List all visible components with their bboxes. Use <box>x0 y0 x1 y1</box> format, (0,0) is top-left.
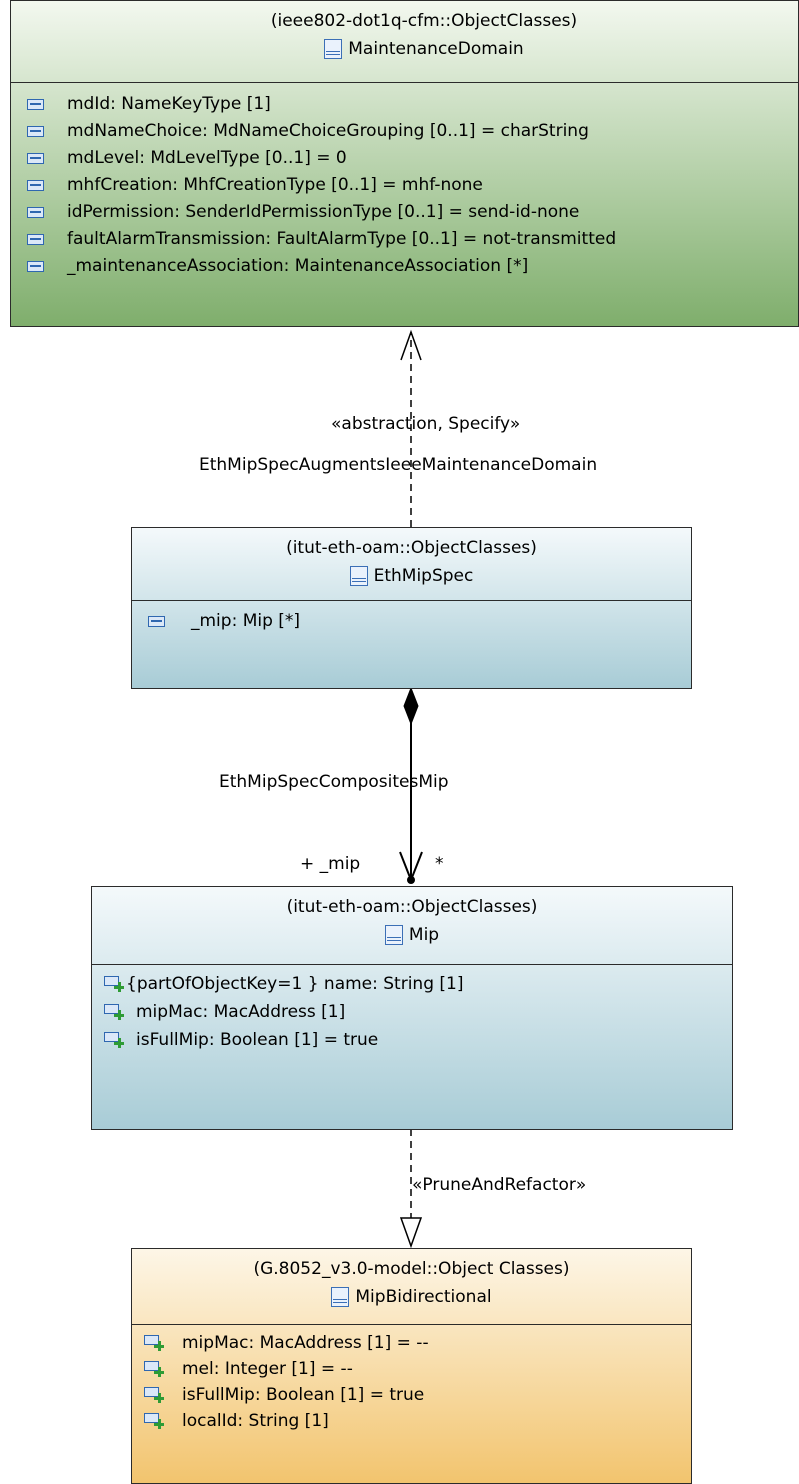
composition-name: EthMipSpecCompositesMip <box>219 772 449 792</box>
class-eth-mip-spec[interactable]: (itut-eth-oam::ObjectClasses) EthMipSpec… <box>131 527 692 689</box>
attribute-row[interactable]: localId: String [1] <box>144 1408 329 1434</box>
attribute-text: _maintenanceAssociation: MaintenanceAsso… <box>67 256 529 276</box>
class-package: (itut-eth-oam::ObjectClasses) <box>286 897 538 917</box>
attribute-text: mdLevel: MdLevelType [0..1] = 0 <box>67 148 347 168</box>
attribute-row[interactable]: mdLevel: MdLevelType [0..1] = 0 <box>27 145 347 171</box>
abstraction-stereotype: «abstraction, Specify» <box>331 414 521 434</box>
property-icon <box>27 125 44 137</box>
composition-role: + _mip <box>300 854 361 874</box>
composition-diamond <box>403 686 419 726</box>
attribute-text: _mip: Mip [*] <box>191 611 301 631</box>
class-separator <box>132 1324 691 1325</box>
attribute-row[interactable]: mipMac: MacAddress [1] = -- <box>144 1330 429 1356</box>
port-property-icon <box>144 1361 164 1377</box>
attribute-row[interactable]: mhfCreation: MhfCreationType [0..1] = mh… <box>27 172 483 198</box>
attribute-row[interactable]: mel: Integer [1] = -- <box>144 1356 353 1382</box>
class-icon <box>349 566 368 586</box>
attribute-text: mipMac: MacAddress [1] = -- <box>182 1333 429 1353</box>
property-icon <box>148 615 165 627</box>
class-separator <box>132 600 691 601</box>
class-mip[interactable]: (itut-eth-oam::ObjectClasses) Mip {partO… <box>91 886 733 1130</box>
attribute-text: idPermission: SenderIdPermissionType [0.… <box>67 202 580 222</box>
attribute-text: mhfCreation: MhfCreationType [0..1] = mh… <box>67 175 483 195</box>
port-property-icon <box>144 1387 164 1403</box>
class-package: (itut-eth-oam::ObjectClasses) <box>286 538 537 558</box>
class-header: (itut-eth-oam::ObjectClasses) Mip <box>92 887 732 954</box>
port-property-icon <box>104 976 124 992</box>
class-header: (itut-eth-oam::ObjectClasses) EthMipSpec <box>132 528 691 595</box>
class-header: (ieee802-dot1q-cfm::ObjectClasses) Maint… <box>11 1 798 59</box>
attribute-text: {partOfObjectKey=1 } name: String [1] <box>126 974 464 994</box>
attribute-text: mdId: NameKeyType [1] <box>67 94 271 114</box>
property-icon <box>27 206 44 218</box>
property-icon <box>27 233 44 245</box>
class-package: (G.8052_v3.0-model::Object Classes) <box>253 1259 570 1279</box>
class-icon <box>331 1287 350 1307</box>
port-property-icon <box>104 1004 124 1020</box>
property-icon <box>27 260 44 272</box>
abstraction-arrowhead <box>400 329 422 361</box>
composition-multiplicity: * <box>435 854 444 874</box>
class-name: MipBidirectional <box>355 1287 492 1307</box>
attribute-text: isFullMip: Boolean [1] = true <box>136 1030 379 1050</box>
attribute-row[interactable]: isFullMip: Boolean [1] = true <box>144 1382 424 1408</box>
attribute-row[interactable]: mdNameChoice: MdNameChoiceGrouping [0..1… <box>27 118 589 144</box>
port-property-icon <box>104 1032 124 1048</box>
attribute-text: mipMac: MacAddress [1] <box>136 1002 346 1022</box>
port-property-icon <box>144 1335 164 1351</box>
abstraction-name: EthMipSpecAugmentsIeeeMaintenanceDomain <box>199 455 598 475</box>
class-separator <box>11 82 798 83</box>
composition-end-dot <box>407 876 415 884</box>
property-icon <box>27 179 44 191</box>
attribute-text: isFullMip: Boolean [1] = true <box>182 1385 425 1405</box>
prune-arrowhead <box>399 1217 423 1249</box>
attribute-row[interactable]: _maintenanceAssociation: MaintenanceAsso… <box>27 253 528 279</box>
class-mip-bidirectional[interactable]: (G.8052_v3.0-model::Object Classes) MipB… <box>131 1248 692 1484</box>
attribute-row[interactable]: faultAlarmTransmission: FaultAlarmType [… <box>27 226 616 252</box>
class-name: MaintenanceDomain <box>348 39 524 59</box>
class-maintenance-domain[interactable]: (ieee802-dot1q-cfm::ObjectClasses) Maint… <box>10 0 799 327</box>
attribute-text: mel: Integer [1] = -- <box>182 1359 353 1379</box>
attribute-row[interactable]: {partOfObjectKey=1 } name: String [1] <box>104 971 463 997</box>
class-header: (G.8052_v3.0-model::Object Classes) MipB… <box>132 1249 691 1316</box>
prune-stereotype: «PruneAndRefactor» <box>412 1175 587 1195</box>
attribute-row[interactable]: idPermission: SenderIdPermissionType [0.… <box>27 199 579 225</box>
class-name: Mip <box>408 925 440 945</box>
class-separator <box>92 964 732 965</box>
class-name: EthMipSpec <box>373 566 474 586</box>
property-icon <box>27 152 44 164</box>
attribute-row[interactable]: isFullMip: Boolean [1] = true <box>104 1027 378 1053</box>
attribute-text: faultAlarmTransmission: FaultAlarmType [… <box>67 229 617 249</box>
attribute-text: mdNameChoice: MdNameChoiceGrouping [0..1… <box>67 121 589 141</box>
class-package: (ieee802-dot1q-cfm::ObjectClasses) <box>270 11 578 31</box>
attribute-row[interactable]: mdId: NameKeyType [1] <box>27 91 271 117</box>
class-icon <box>324 39 343 59</box>
class-icon <box>384 925 403 945</box>
property-icon <box>27 98 44 110</box>
attribute-row[interactable]: _mip: Mip [*] <box>148 608 300 634</box>
attribute-text: localId: String [1] <box>182 1411 329 1431</box>
attribute-row[interactable]: mipMac: MacAddress [1] <box>104 999 345 1025</box>
port-property-icon <box>144 1413 164 1429</box>
